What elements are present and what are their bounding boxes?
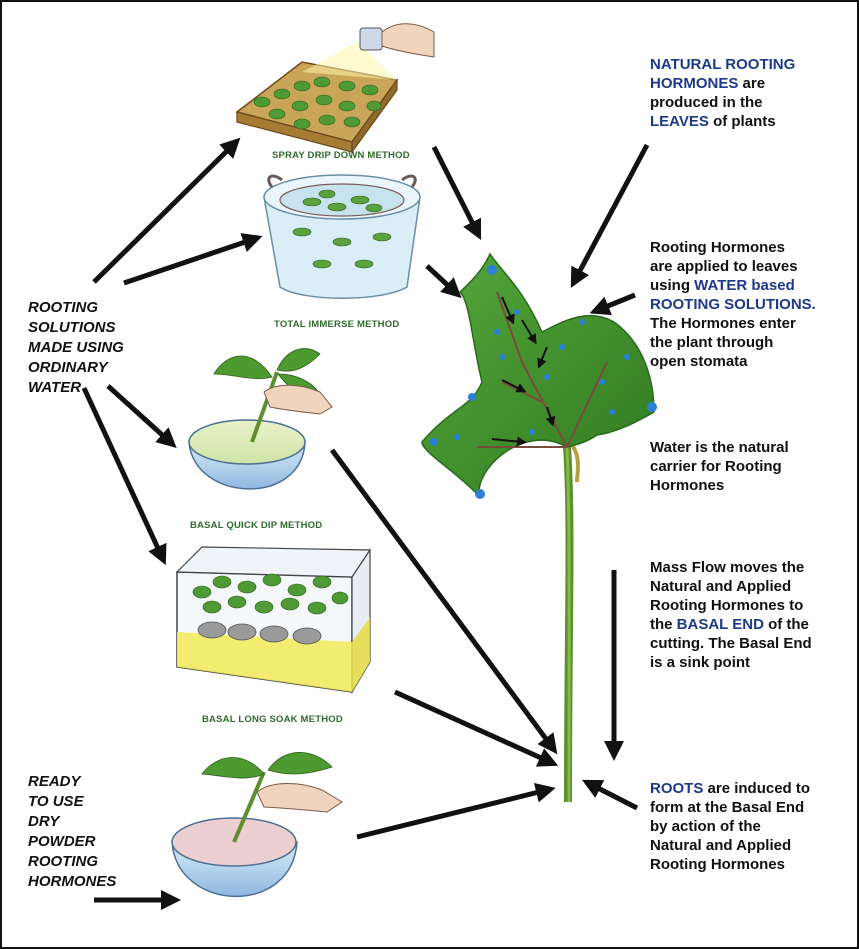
text-line: carrier for Rooting	[650, 458, 782, 475]
dry-powder-label: READY TO USE DRY POWDER ROOTING HORMONES	[28, 772, 116, 892]
text-line: of the	[764, 616, 809, 633]
text-line: Rooting Hormones to	[650, 597, 803, 614]
text-emphasis: ROOTING SOLUTIONS.	[650, 296, 816, 313]
mass-flow-text: Mass Flow moves the Natural and Applied …	[650, 558, 812, 672]
text-line: cutting. The Basal End	[650, 635, 812, 652]
text-line: Water is the natural	[650, 439, 789, 456]
rooting-solutions-label: ROOTING SOLUTIONS MADE USING ORDINARY WA…	[28, 298, 124, 398]
text-line: open stomata	[650, 353, 748, 370]
method-immerse-label: TOTAL IMMERSE METHOD	[274, 319, 399, 330]
immerse-tank-illustration	[264, 175, 420, 298]
rooting-solutions-line: SOLUTIONS	[28, 318, 124, 338]
text-line: are applied to leaves	[650, 258, 798, 275]
rooting-solutions-line: MADE USING	[28, 338, 124, 358]
text-line: Rooting Hormones	[650, 856, 785, 873]
text-emphasis: NATURAL ROOTING	[650, 56, 795, 73]
text-emphasis: HORMONES	[650, 75, 738, 92]
method-spray-label: SPRAY DRIP DOWN METHOD	[272, 150, 410, 161]
dry-powder-line: ROOTING	[28, 852, 116, 872]
text-line: the	[650, 616, 677, 633]
dry-powder-line: READY	[28, 772, 116, 792]
applied-hormones-text: Rooting Hormones are applied to leaves u…	[650, 238, 816, 371]
text-line: Mass Flow moves the	[650, 559, 804, 576]
text-line: of plants	[709, 113, 776, 130]
text-line: the plant through	[650, 334, 773, 351]
text-emphasis: WATER based	[694, 277, 795, 294]
text-line: are	[738, 75, 765, 92]
dry-powder-line: HORMONES	[28, 872, 116, 892]
text-line: using	[650, 277, 694, 294]
text-line: form at the Basal End	[650, 799, 804, 816]
text-emphasis: ROOTS	[650, 780, 703, 797]
text-line: Hormones	[650, 477, 724, 494]
dry-powder-line: DRY	[28, 812, 116, 832]
long-soak-tank-illustration	[177, 547, 370, 692]
method-long-soak-label: BASAL LONG SOAK METHOD	[202, 714, 343, 725]
text-line: is a sink point	[650, 654, 750, 671]
quick-dip-bowl-illustration	[189, 349, 332, 489]
rooting-solutions-line: ORDINARY	[28, 358, 124, 378]
rooting-solutions-line: ROOTING	[28, 298, 124, 318]
text-line: produced in the	[650, 94, 763, 111]
text-line: Rooting Hormones	[650, 239, 785, 256]
text-line: are induced to	[703, 780, 810, 797]
dry-powder-line: POWDER	[28, 832, 116, 852]
spray-tray-illustration	[237, 24, 434, 152]
dry-powder-line: TO USE	[28, 792, 116, 812]
rooting-solutions-line: WATER	[28, 378, 124, 398]
text-line: Natural and Applied	[650, 837, 791, 854]
text-line: Natural and Applied	[650, 578, 791, 595]
powder-bowl-illustration	[172, 752, 342, 896]
text-line: The Hormones enter	[650, 315, 796, 332]
roots-induced-text: ROOTS are induced to form at the Basal E…	[650, 779, 810, 874]
method-quick-dip-label: BASAL QUICK DIP METHOD	[190, 520, 322, 531]
text-line: by action of the	[650, 818, 761, 835]
natural-hormones-text: NATURAL ROOTING HORMONES are produced in…	[650, 55, 795, 131]
water-carrier-text: Water is the natural carrier for Rooting…	[650, 438, 789, 495]
text-emphasis: LEAVES	[650, 113, 709, 130]
text-emphasis: BASAL END	[677, 616, 764, 633]
